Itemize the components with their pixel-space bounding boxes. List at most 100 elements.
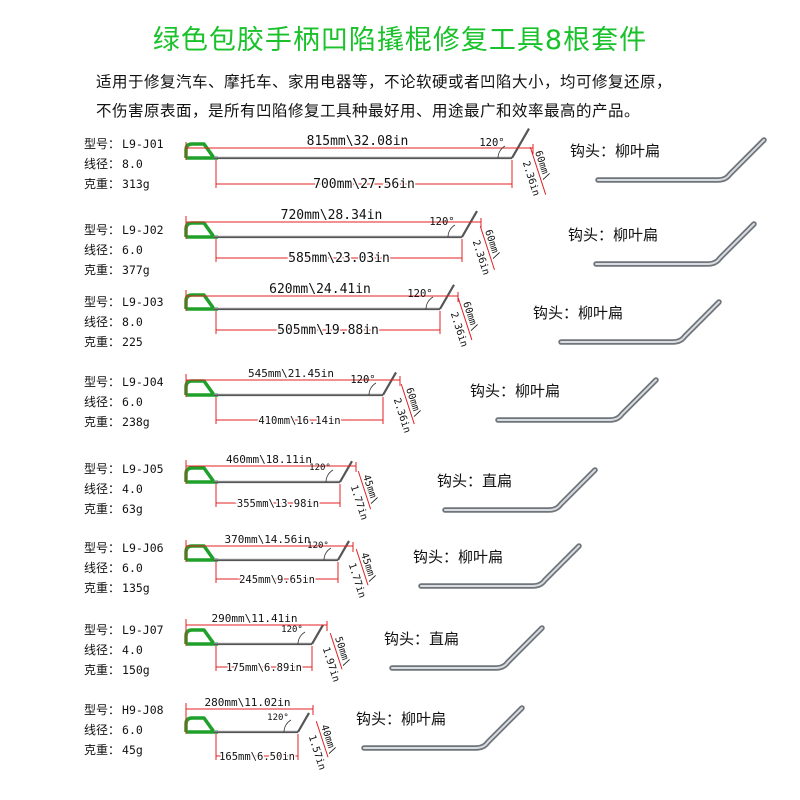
angle-arc (323, 547, 332, 561)
hook-type-label-7: 钩头：直扁 (384, 630, 460, 648)
handle-grip (184, 293, 216, 311)
hook-rod-shadow (595, 137, 767, 183)
hook-type-label-1: 钩头：柳叶扁 (570, 142, 661, 160)
spec-model-label: 型号： (84, 223, 121, 237)
spec-diameter-row: 线径：6.0 (84, 392, 164, 412)
spec-model-label: 型号： (84, 623, 121, 637)
tip-length-line (329, 632, 343, 670)
tip-dimension: 40mm\1.57in (306, 720, 338, 772)
spec-weight-value: 377g (122, 263, 150, 277)
spec-diameter-value: 6.0 (122, 243, 143, 257)
hook-rod-highlight (597, 139, 765, 181)
hook-illustration-4 (495, 377, 659, 423)
spec-model-value: L9-J02 (122, 223, 164, 237)
hook-rod-shadow (495, 377, 659, 423)
spec-model-label: 型号： (84, 137, 121, 151)
total-length-label: 620mm\24.41in (269, 282, 371, 297)
shaft-length-label: 175mm\6.89in (226, 662, 302, 674)
tip-dimension: 60mm\2.36in (391, 383, 423, 435)
tip-length-line (355, 548, 369, 586)
spec-weight-row: 克重：63g (84, 499, 164, 519)
hook-illustration-5 (442, 467, 598, 513)
tip-dimension: 50mm\1.97in (320, 632, 352, 684)
angle-label: 120° (429, 216, 454, 228)
description-line-2: 不伤害原表面，是所有凹陷修复工具种最好用、用途最广和效率最高的产品。 (96, 102, 641, 120)
spec-weight-value: 313g (122, 177, 150, 191)
spec-weight-row: 克重：377g (84, 260, 164, 280)
spec-diameter-row: 线径：8.0 (84, 312, 164, 332)
spec-model-value: L9-J04 (122, 375, 164, 389)
tip-dimension: 60mm\2.36in (448, 297, 480, 349)
spec-weight-row: 克重：150g (84, 660, 164, 680)
spec-model-value: L9-J03 (122, 295, 164, 309)
hook-illustration-8 (361, 705, 525, 751)
spec-weight-label: 克重： (84, 502, 121, 516)
angle-label: 120° (281, 625, 303, 635)
hook-rod-shadow (558, 299, 722, 345)
spec-diameter-value: 6.0 (122, 561, 143, 575)
tool-tip (339, 460, 353, 483)
total-length-label: 280mm\11.02in (204, 696, 290, 709)
spec-weight-value: 225 (122, 335, 143, 349)
angle-arc (425, 296, 434, 310)
shaft-length-label: 585mm\23.03in (288, 251, 390, 266)
spec-weight-value: 135g (122, 581, 150, 595)
angle-label: 120° (307, 541, 329, 551)
angle-label: 120° (350, 374, 375, 386)
spec-diameter-row: 线径：8.0 (84, 154, 164, 174)
spec-diameter-value: 6.0 (122, 395, 143, 409)
hook-illustration-3 (558, 299, 722, 345)
tool-tip (511, 128, 530, 159)
angle-arc (497, 145, 506, 159)
shaft-length-label: 355mm\13.98in (237, 498, 319, 510)
spec-weight-row: 克重：238g (84, 412, 164, 432)
spec-model-value: H9-J08 (122, 703, 164, 717)
spec-model-row: 型号：L9-J02 (84, 220, 164, 240)
hook-type-label-6: 钩头：柳叶扁 (413, 548, 504, 566)
spec-diameter-value: 8.0 (122, 315, 143, 329)
spec-diameter-label: 线径： (84, 243, 121, 257)
tool-2: 720mm\28.34in585mm\23.03in120°60mm\2.36i… (184, 208, 502, 277)
angle-label: 120° (407, 288, 432, 300)
spec-diameter-label: 线径： (84, 643, 121, 657)
description-line-1: 适用于修复汽车、摩托车、家用电器等，不论软硬或者凹陷大小，均可修复还原， (96, 73, 673, 91)
spec-diameter-label: 线径： (84, 482, 121, 496)
tip-length-line (457, 297, 473, 341)
spec-model-row: 型号：L9-J03 (84, 292, 164, 312)
spec-diameter-row: 线径：6.0 (84, 240, 164, 260)
spec-diameter-value: 6.0 (122, 723, 143, 737)
angle-label: 120° (479, 137, 504, 149)
hook-illustration-1 (595, 137, 767, 183)
spec-weight-label: 克重： (84, 335, 121, 349)
spec-diameter-label: 线径： (84, 723, 121, 737)
hook-type-label-8: 钩头：柳叶扁 (356, 710, 447, 728)
hook-rod-highlight (497, 379, 657, 421)
spec-model-row: 型号：L9-J05 (84, 459, 164, 479)
spec-model-label: 型号： (84, 462, 121, 476)
hook-rod-shadow (361, 705, 525, 751)
handle-grip (184, 628, 216, 646)
spec-diameter-label: 线径： (84, 157, 121, 171)
shaft-length-label: 505mm\19.88in (277, 323, 379, 338)
hook-rod-shadow (418, 543, 582, 589)
tool-1: 815mm\32.08in700mm\27.56in120°60mm\2.36i… (184, 128, 552, 198)
hook-rod-highlight (595, 223, 755, 265)
spec-weight-value: 238g (122, 415, 150, 429)
angle-arc (368, 382, 377, 396)
spec-weight-value: 45g (122, 743, 143, 757)
spec-model-label: 型号： (84, 295, 121, 309)
spec-weight-label: 克重： (84, 177, 121, 191)
tip-length-line (400, 383, 415, 425)
spec-diameter-value: 4.0 (122, 643, 143, 657)
spec-weight-label: 克重： (84, 581, 121, 595)
tip-dimension: 60mm\2.36in (470, 225, 502, 277)
hook-type-label-2: 钩头：柳叶扁 (568, 226, 659, 244)
shaft-length-label: 700mm\27.56in (313, 177, 415, 192)
handle-grip (184, 716, 216, 734)
